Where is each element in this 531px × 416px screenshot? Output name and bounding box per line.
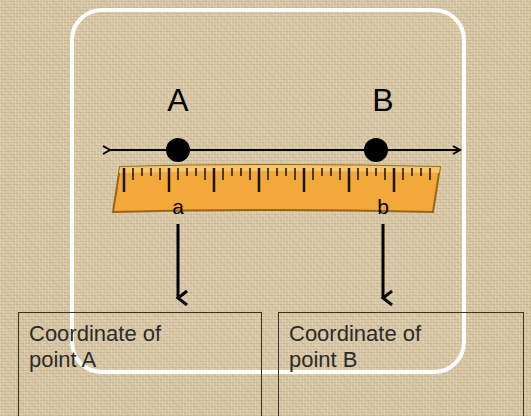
ruler-tick (213, 168, 216, 192)
ruler-tick (366, 168, 368, 176)
ruler-tick (249, 168, 251, 180)
coordinate-letter: a (172, 196, 184, 217)
rounded-panel (72, 10, 464, 372)
ruler-tick (321, 168, 323, 176)
ruler-tick (339, 168, 341, 180)
coordinate-box: Coordinate of point A (18, 312, 262, 416)
ruler-tick (240, 168, 242, 176)
ruler-tick (231, 168, 233, 176)
coordinate-box: Coordinate of point B (278, 312, 524, 416)
ruler-tick (357, 168, 359, 180)
number-line (110, 149, 460, 151)
ruler-tick (186, 168, 188, 176)
coordinate-letter: b (377, 196, 389, 217)
ruler-tick (150, 168, 152, 176)
ruler-tick (258, 168, 261, 192)
leader-arrow (382, 224, 385, 298)
point-label: B (372, 84, 393, 116)
ruler-tick (123, 168, 126, 192)
ruler-tick (294, 168, 296, 180)
ruler-tick (285, 168, 287, 176)
ruler-tick (267, 168, 269, 180)
ruler-tick (132, 168, 134, 180)
ruler-tick (141, 168, 143, 176)
ruler-tick (312, 168, 314, 180)
ruler-highlight (119, 165, 440, 173)
ruler-tick (384, 168, 386, 180)
ruler-tick (168, 168, 171, 192)
ruler-tick (204, 168, 206, 180)
point-dot (166, 138, 190, 162)
ruler (113, 165, 440, 212)
ruler-tick (429, 168, 431, 180)
ruler-ticks (124, 168, 430, 192)
ruler-tick (303, 168, 306, 192)
ruler-tick (375, 168, 377, 176)
point-label: A (167, 84, 188, 116)
ruler-tick (276, 168, 278, 176)
ruler-tick (420, 168, 422, 176)
box-text: Coordinate of point A (29, 321, 164, 373)
point-dot (364, 138, 388, 162)
ruler-tick (330, 168, 332, 176)
ruler-tick (177, 168, 179, 180)
ruler-tick (402, 168, 404, 180)
box-text: Coordinate of point B (289, 321, 424, 373)
ruler-tick (195, 168, 197, 176)
leader-arrow (177, 224, 180, 298)
ruler-tick (393, 168, 396, 192)
ruler-tick (222, 168, 224, 180)
ruler-tick (348, 168, 351, 192)
ruler-tick (411, 168, 413, 176)
ruler-tick (159, 168, 161, 180)
